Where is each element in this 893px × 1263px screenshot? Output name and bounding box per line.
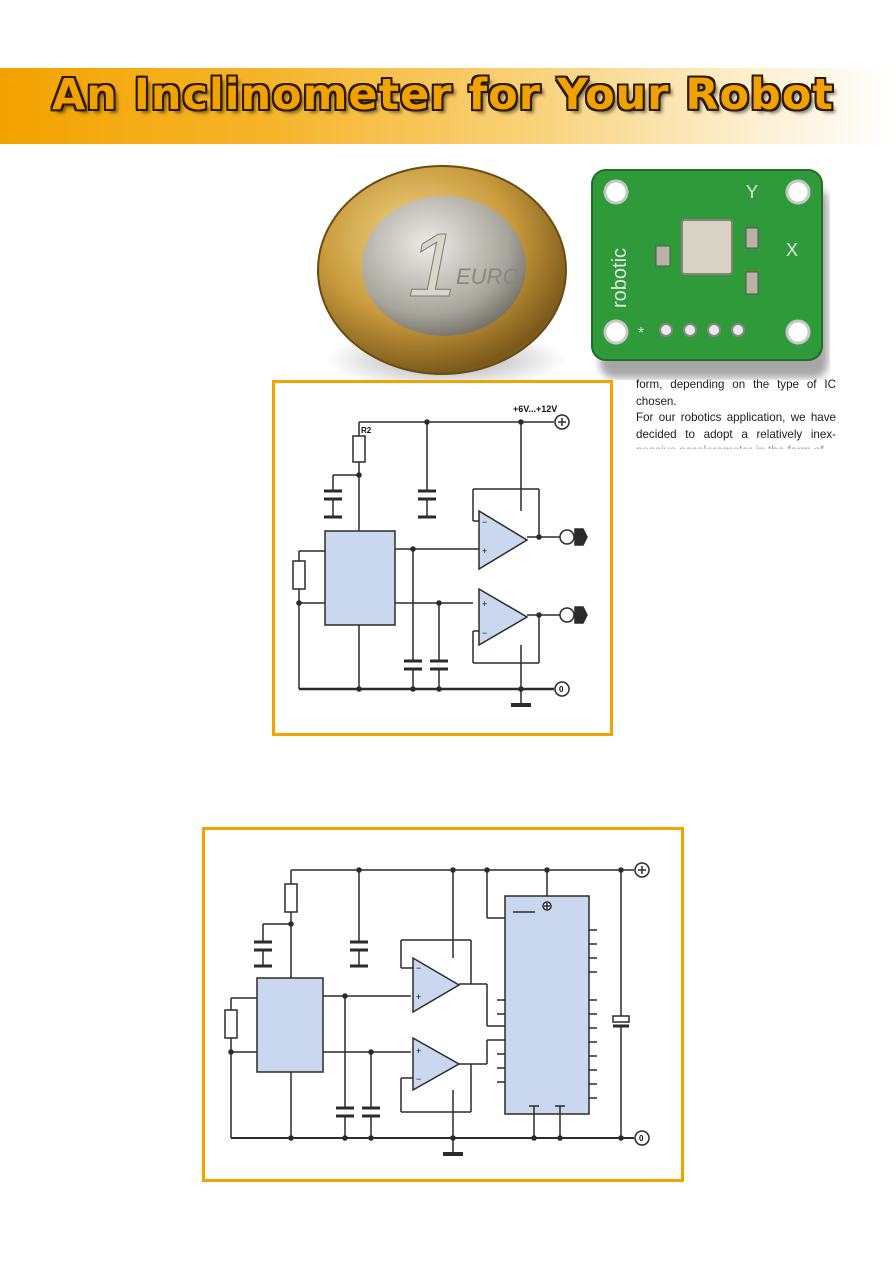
mount-hole-bottom-right [785, 319, 811, 345]
resistor-r2 [352, 435, 366, 463]
resistor-top-2 [284, 883, 298, 913]
schematic-1: +6V...+12V R2 [292, 404, 588, 707]
opamp-2b-minus: − [416, 1074, 421, 1084]
sensor-ic-box-2 [256, 977, 324, 1073]
output-x-arrow [574, 528, 588, 546]
smd-part-1 [655, 245, 671, 267]
title-banner: An Inclinometer for Your Robot [0, 68, 893, 144]
coin-numeral: 1 [408, 216, 458, 316]
sensor-board-photo: * Y X robotic [591, 169, 828, 378]
resistor-left-2 [224, 1009, 238, 1039]
board-axis-x: X [786, 240, 798, 260]
schematic-1-frame: +6V...+12V R2 [272, 380, 613, 736]
ground-terminal [554, 681, 570, 697]
board-axis-y: Y [746, 182, 758, 202]
opamp-1 [478, 509, 529, 571]
pad-3 [707, 323, 721, 337]
euro-coin-photo: 1 EURO [317, 165, 567, 390]
paragraph-1: form, depending on the type of IC chosen… [636, 378, 836, 408]
output-y-arrow [574, 606, 588, 624]
electrolytic-capacitor [612, 1015, 630, 1023]
sensor-ic-box [324, 530, 396, 626]
smd-part-2 [745, 227, 759, 249]
pad-4 [731, 323, 745, 337]
page-title: An Inclinometer for Your Robot [52, 70, 834, 120]
supply-label: +6V...+12V [513, 404, 557, 414]
mount-hole-bottom-left [603, 319, 629, 345]
opamp-2 [478, 587, 529, 647]
opamp-2b-plus: + [416, 1046, 421, 1056]
ground-terminal-2 [634, 1130, 650, 1146]
resistor-left [292, 560, 306, 590]
microcontroller [504, 895, 590, 1115]
ground-label-2: 0 [639, 1134, 644, 1143]
board-star: * [638, 325, 644, 342]
coin-text: EURO [456, 264, 520, 289]
schematic-2: − + + − [224, 862, 650, 1156]
r2-label: R2 [361, 426, 372, 435]
pad-2 [683, 323, 697, 337]
smd-part-3 [745, 271, 759, 295]
output-y-terminal [559, 607, 575, 623]
output-x-terminal [559, 529, 575, 545]
pad-1 [659, 323, 673, 337]
opamp-1-plus: + [482, 546, 487, 556]
opamp-2-minus: − [482, 628, 487, 638]
opamp-2a-minus: − [416, 963, 421, 973]
text-fade [636, 440, 836, 454]
schematic-2-frame: − + + − [202, 827, 684, 1182]
opamp-1-minus: − [482, 517, 487, 527]
sensor-chip [681, 219, 733, 275]
opamp-2-plus: + [482, 599, 487, 609]
coin-center [362, 196, 526, 336]
board-brand: robotic [609, 248, 631, 308]
opamp-2b [412, 1036, 461, 1092]
body-text-column: form, depending on the type of IC chosen… [636, 377, 836, 449]
mount-hole-top-right [785, 179, 811, 205]
mount-hole-top-left [603, 179, 629, 205]
opamp-2a [412, 956, 461, 1014]
opamp-2a-plus: + [416, 992, 421, 1002]
ground-label: 0 [559, 685, 564, 694]
